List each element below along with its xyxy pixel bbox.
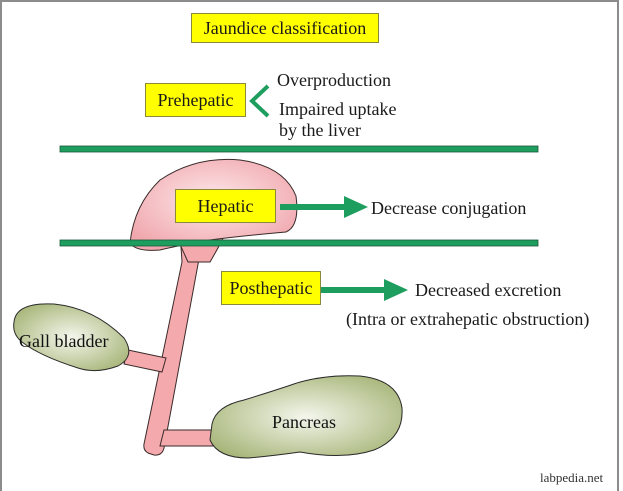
- pancreas-shape: [209, 375, 403, 459]
- separator-bar-bottom: [59, 239, 539, 247]
- page-title: Jaundice classification: [191, 13, 379, 43]
- cause-text: Decreased excretion: [415, 280, 562, 300]
- title-text: Jaundice classification: [203, 17, 367, 38]
- category-label: Posthepatic: [229, 277, 313, 298]
- category-box-hepatic: Hepatic: [175, 189, 276, 223]
- separator-bar-top: [59, 145, 539, 153]
- arrow-right-icon: [280, 196, 368, 218]
- cystic-duct: [123, 349, 167, 373]
- cause-text: Overproduction: [277, 70, 391, 90]
- category-box-prehepatic: Prehepatic: [145, 83, 246, 117]
- cause-text: (Intra or extrahepatic obstruction): [346, 309, 590, 329]
- pancreatic-duct: [159, 429, 219, 447]
- category-label: Prehepatic: [157, 89, 234, 110]
- category-box-posthepatic: Posthepatic: [221, 271, 321, 305]
- cause-text: Impaired uptake: [279, 99, 397, 119]
- bracket-icon: [249, 84, 270, 118]
- common-bile-duct: [143, 231, 205, 456]
- cause-text: by the liver: [279, 120, 361, 140]
- gall-bladder-shape: [13, 303, 130, 372]
- pancreas-label: Pancreas: [272, 412, 336, 432]
- source-credit: labpedia.net: [540, 470, 604, 485]
- category-label: Hepatic: [197, 195, 254, 216]
- arrow-right-icon: [320, 279, 408, 301]
- cause-text: Decrease conjugation: [371, 198, 527, 218]
- gall-bladder-label: Gall bladder: [19, 331, 109, 351]
